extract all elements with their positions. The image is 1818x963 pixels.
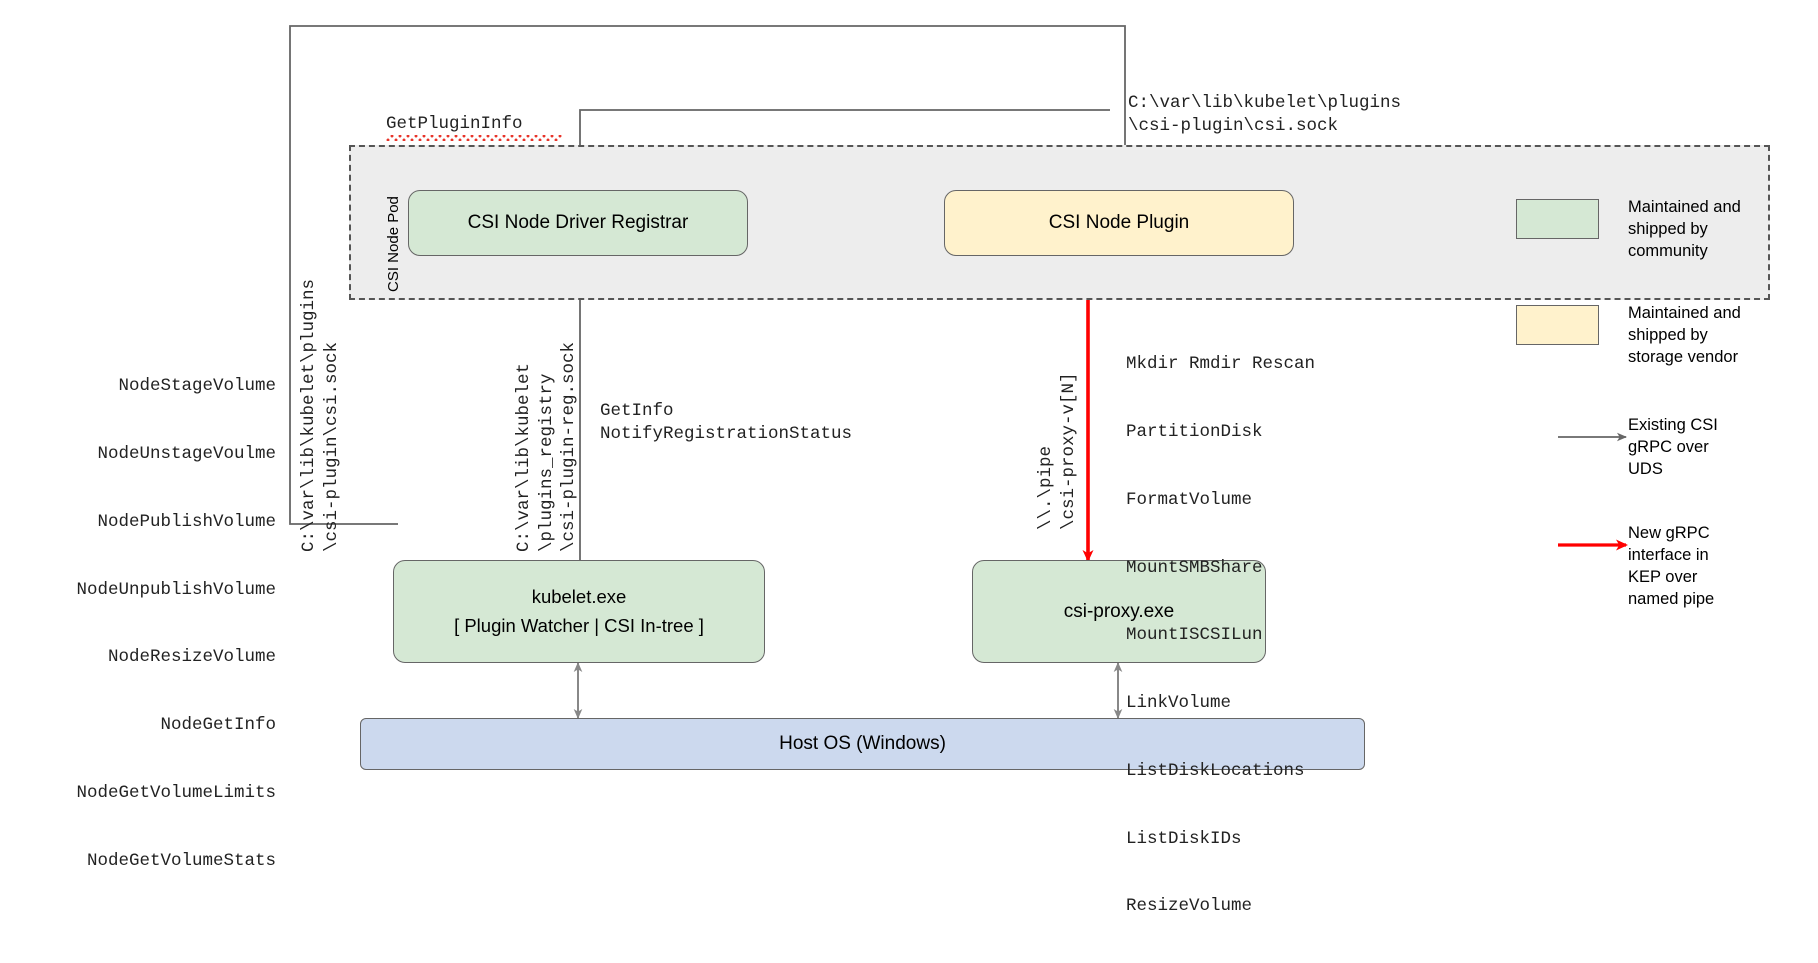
legend-label-community: Maintained and shipped by community [1628, 198, 1741, 260]
rpc-item: NodeUnpublishVolume [76, 579, 276, 600]
label-get-plugin-info: GetPluginInfo [386, 114, 523, 134]
node-csi-node-plugin[interactable]: CSI Node Plugin [944, 190, 1294, 256]
spellcheck-squiggle-icon [386, 135, 562, 141]
label-kubelet-csi-sock-path: C:\var\lib\kubelet\plugins \csi-plugin\c… [299, 278, 342, 552]
node-csi-proxy-exe-label: csi-proxy.exe [1063, 600, 1175, 622]
legend-swatch-community [1516, 199, 1599, 239]
label-csi-proxy-api-list: Mkdir Rmdir Rescan PartitionDisk FormatV… [1126, 308, 1315, 963]
node-kubelet-exe[interactable]: kubelet.exe [ Plugin Watcher | CSI In-tr… [393, 560, 765, 663]
legend-label-new-grpc: New gRPC interface in KEP over named pip… [1628, 524, 1715, 608]
node-kubelet-exe-sublabel: [ Plugin Watcher | CSI In-tree ] [454, 614, 704, 636]
label-plugin-socket-path: C:\var\lib\kubelet\plugins \csi-plugin\c… [1128, 93, 1402, 136]
label-registry-sock-path: C:\var\lib\kubelet \plugins_registry \cs… [514, 341, 580, 552]
rpc-item: NodeGetVolumeLimits [76, 782, 276, 803]
node-csi-node-plugin-label: CSI Node Plugin [1048, 212, 1190, 234]
api-item: MountSMBShare [1126, 557, 1263, 578]
api-item: Mkdir Rmdir Rescan [1126, 354, 1316, 375]
api-item: ListDiskLocations [1126, 760, 1305, 781]
api-item: LinkVolume [1126, 693, 1232, 714]
api-item: ListDiskIDs [1126, 828, 1242, 849]
rpc-item: NodeResizeVolume [107, 647, 276, 668]
api-item: MountISCSILun [1126, 625, 1263, 646]
node-csi-node-driver-registrar-label: CSI Node Driver Registrar [467, 212, 689, 234]
api-item: ResizeVolume [1126, 896, 1253, 917]
csi-node-pod-label: CSI Node Pod [385, 196, 402, 292]
rpc-item: NodeGetVolumeStats [86, 850, 276, 871]
node-host-os[interactable]: Host OS (Windows) [360, 718, 1365, 770]
label-registration-rpcs: GetInfo NotifyRegistrationStatus [600, 401, 853, 444]
legend-swatch-vendor [1516, 305, 1599, 345]
rpc-item: NodeStageVolume [118, 376, 276, 397]
rpc-item: NodeUnstageVoulme [97, 443, 276, 464]
api-item: PartitionDisk [1126, 421, 1263, 442]
diagram-canvas: CSI Node Pod CSI Node Driver Registrar C… [76, 25, 1770, 916]
legend-label-vendor: Maintained and shipped by storage vendor [1628, 304, 1741, 366]
node-host-os-label: Host OS (Windows) [779, 733, 946, 755]
api-item: FormatVolume [1126, 489, 1253, 510]
label-named-pipe-path: \\.\pipe \csi-proxy-v[N] [1036, 372, 1079, 530]
node-csi-proxy-exe[interactable]: csi-proxy.exe [972, 560, 1266, 663]
edge-kubelet-to-node-plugin [289, 25, 1130, 525]
rpc-item: NodeGetInfo [160, 715, 276, 736]
node-kubelet-exe-label: kubelet.exe [531, 585, 627, 607]
label-csi-node-rpc-list: NodeStageVolume NodeUnstageVoulme NodePu… [0, 330, 276, 917]
node-csi-node-driver-registrar[interactable]: CSI Node Driver Registrar [408, 190, 748, 256]
legend-label-existing-csi: Existing CSI gRPC over UDS [1628, 416, 1718, 478]
rpc-item: NodePublishVolume [97, 511, 276, 532]
